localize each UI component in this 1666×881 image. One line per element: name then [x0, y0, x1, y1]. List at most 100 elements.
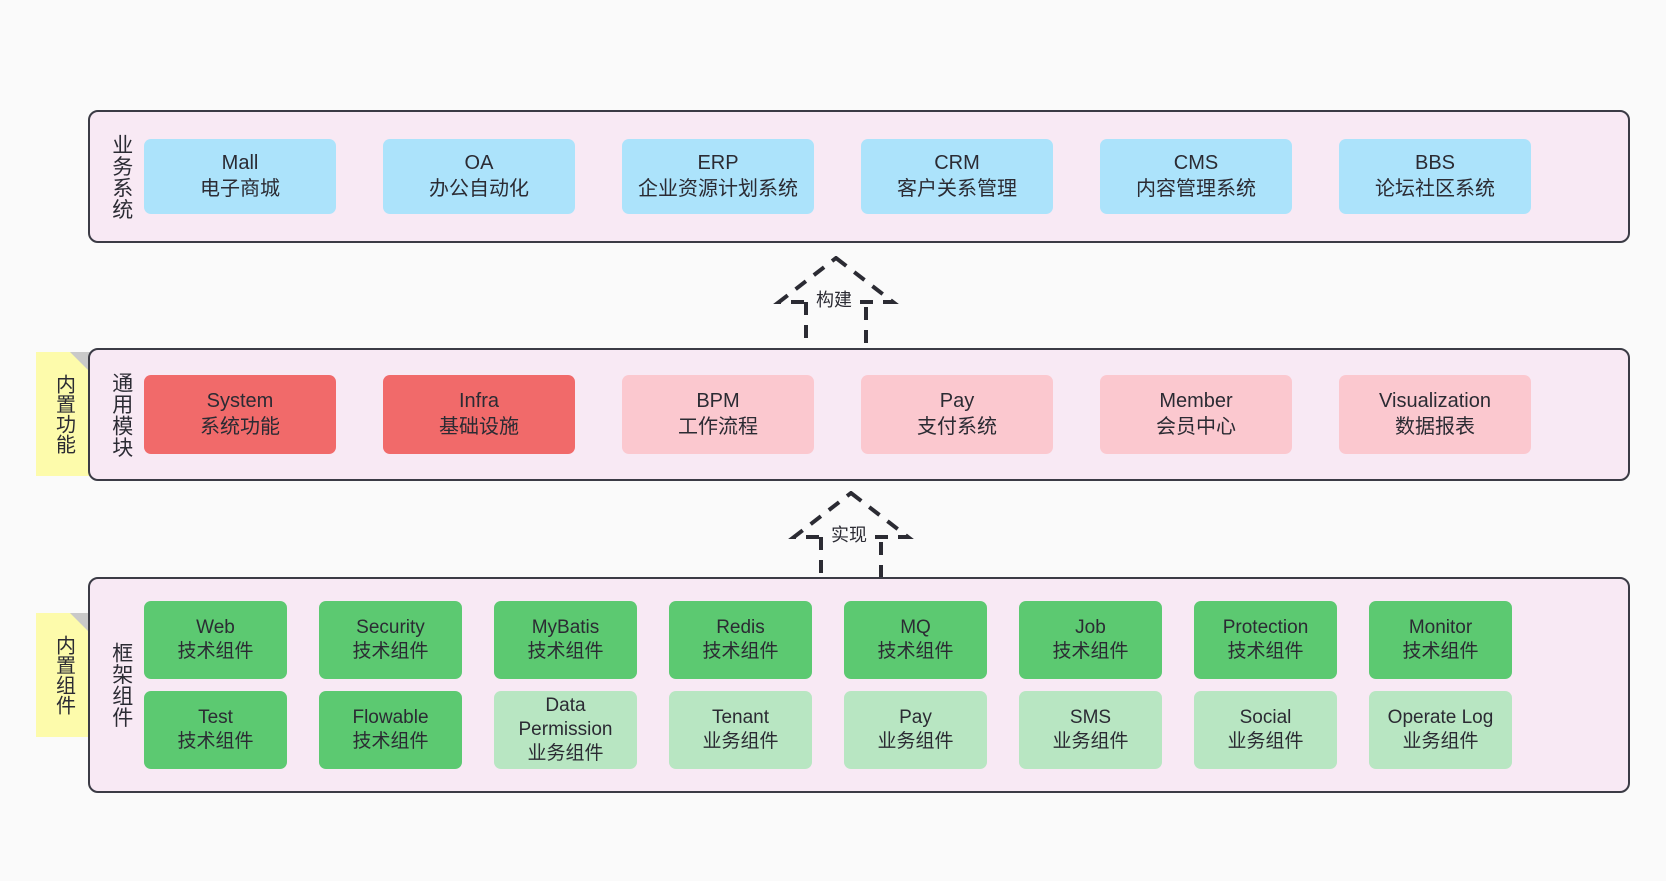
card-title: CRM: [934, 151, 980, 174]
layer-business-systems[interactable]: 业务系统 Mall 电子商城 OA 办公自动化 ERP 企业资源计划系统 CRM…: [88, 110, 1630, 243]
card-subtitle: 系统功能: [200, 415, 280, 438]
card-title: Redis: [716, 616, 765, 638]
dashed-hollow-arrow-icon: [788, 490, 914, 587]
card-monitor[interactable]: Monitor 技术组件: [1369, 601, 1512, 679]
card-subtitle: 工作流程: [678, 415, 758, 438]
card-title: Pay: [899, 706, 932, 728]
card-bpm[interactable]: BPM 工作流程: [622, 375, 814, 454]
card-title: System: [206, 389, 274, 412]
card-data-permission[interactable]: Data Permission 业务组件: [494, 691, 637, 769]
card-subtitle: 会员中心: [1156, 415, 1236, 438]
note-fold-icon: [70, 613, 90, 633]
card-subtitle: 内容管理系统: [1136, 177, 1256, 200]
note-builtin-functions: 内置功能: [36, 352, 90, 476]
card-row: System 系统功能 Infra 基础设施 BPM 工作流程 Pay 支付系统…: [144, 375, 1614, 454]
card-subtitle: 技术组件: [352, 641, 429, 662]
card-subtitle: 技术组件: [527, 641, 604, 662]
card-redis[interactable]: Redis 技术组件: [669, 601, 812, 679]
card-oa[interactable]: OA 办公自动化: [383, 139, 575, 214]
layer-common-body: System 系统功能 Infra 基础设施 BPM 工作流程 Pay 支付系统…: [144, 350, 1628, 479]
dashed-hollow-arrow-icon: [773, 255, 899, 352]
card-subtitle: 技术组件: [1052, 641, 1129, 662]
card-flowable[interactable]: Flowable 技术组件: [319, 691, 462, 769]
card-title: Web: [196, 616, 235, 638]
card-protection[interactable]: Protection 技术组件: [1194, 601, 1337, 679]
card-subtitle: 电子商城: [200, 177, 280, 200]
card-title: Operate Log: [1387, 706, 1494, 728]
card-subtitle: 支付系统: [917, 415, 997, 438]
card-member[interactable]: Member 会员中心: [1100, 375, 1292, 454]
card-subtitle: 技术组件: [1402, 641, 1479, 662]
card-subtitle: 业务组件: [702, 731, 779, 752]
card-mq[interactable]: MQ 技术组件: [844, 601, 987, 679]
card-crm[interactable]: CRM 客户关系管理: [861, 139, 1053, 214]
card-subtitle: 技术组件: [177, 731, 254, 752]
connector-implement: 实现: [771, 490, 931, 587]
card-subtitle: 业务组件: [1052, 731, 1129, 752]
card-subtitle: 数据报表: [1395, 415, 1475, 438]
layer-business-title: 业务系统: [109, 133, 133, 220]
card-title: SMS: [1069, 706, 1112, 728]
card-row: Web 技术组件 Security 技术组件 MyBatis 技术组件 Redi…: [144, 601, 1614, 679]
card-title: Test: [198, 706, 233, 728]
card-title: Protection: [1222, 616, 1309, 638]
card-subtitle: 业务组件: [527, 743, 604, 765]
card-title: MQ: [900, 616, 931, 638]
card-title: ERP: [697, 151, 739, 174]
card-operate-log[interactable]: Operate Log 业务组件: [1369, 691, 1512, 769]
card-title: Job: [1075, 616, 1106, 638]
card-title: Visualization: [1379, 389, 1491, 412]
layer-common-modules[interactable]: 通用模块 System 系统功能 Infra 基础设施 BPM 工作流程 Pay…: [88, 348, 1630, 481]
card-title: CMS: [1173, 151, 1219, 174]
card-title: BBS: [1414, 151, 1456, 174]
layer-framework-body: Web 技术组件 Security 技术组件 MyBatis 技术组件 Redi…: [144, 579, 1628, 791]
note-label: 内置功能: [52, 374, 75, 454]
card-row: Test 技术组件 Flowable 技术组件 Data Permission …: [144, 691, 1614, 769]
card-sms[interactable]: SMS 业务组件: [1019, 691, 1162, 769]
card-title: Member: [1159, 389, 1233, 412]
card-title: Flowable: [352, 706, 429, 728]
card-subtitle: 技术组件: [702, 641, 779, 662]
card-infra[interactable]: Infra 基础设施: [383, 375, 575, 454]
layer-framework-title: 框架组件: [109, 642, 133, 728]
card-title: Monitor: [1408, 616, 1473, 638]
connector-implement-label: 实现: [829, 521, 869, 547]
card-pay-module[interactable]: Pay 支付系统: [861, 375, 1053, 454]
card-pay-component[interactable]: Pay 业务组件: [844, 691, 987, 769]
card-system[interactable]: System 系统功能: [144, 375, 336, 454]
note-label: 内置组件: [52, 635, 75, 715]
card-title: Security: [356, 616, 425, 638]
card-mybatis[interactable]: MyBatis 技术组件: [494, 601, 637, 679]
note-builtin-components: 内置组件: [36, 613, 90, 737]
card-bbs[interactable]: BBS 论坛社区系统: [1339, 139, 1531, 214]
card-test[interactable]: Test 技术组件: [144, 691, 287, 769]
card-subtitle: 技术组件: [177, 641, 254, 662]
card-subtitle: 技术组件: [1227, 641, 1304, 662]
card-title: Social: [1239, 706, 1292, 728]
card-subtitle: 企业资源计划系统: [638, 177, 798, 200]
card-title: Pay: [939, 389, 975, 412]
card-erp[interactable]: ERP 企业资源计划系统: [622, 139, 814, 214]
card-security[interactable]: Security 技术组件: [319, 601, 462, 679]
layer-business-body: Mall 电子商城 OA 办公自动化 ERP 企业资源计划系统 CRM 客户关系…: [144, 112, 1628, 241]
card-title: Mall: [221, 151, 259, 174]
card-subtitle: 基础设施: [439, 415, 519, 438]
card-cms[interactable]: CMS 内容管理系统: [1100, 139, 1292, 214]
card-title: OA: [464, 151, 494, 174]
card-social[interactable]: Social 业务组件: [1194, 691, 1337, 769]
card-mall[interactable]: Mall 电子商城: [144, 139, 336, 214]
card-title: Data Permission: [518, 694, 613, 740]
card-subtitle: 技术组件: [352, 731, 429, 752]
card-web[interactable]: Web 技术组件: [144, 601, 287, 679]
card-subtitle: 客户关系管理: [897, 177, 1017, 200]
card-job[interactable]: Job 技术组件: [1019, 601, 1162, 679]
card-tenant[interactable]: Tenant 业务组件: [669, 691, 812, 769]
card-title: Infra: [458, 389, 500, 412]
card-subtitle: 业务组件: [1227, 731, 1304, 752]
card-subtitle: 办公自动化: [429, 177, 529, 200]
note-fold-icon: [70, 352, 90, 372]
layer-framework-components[interactable]: 框架组件 Web 技术组件 Security 技术组件 MyBatis 技术组件…: [88, 577, 1630, 793]
card-visualization[interactable]: Visualization 数据报表: [1339, 375, 1531, 454]
layer-common-title: 通用模块: [109, 371, 133, 458]
